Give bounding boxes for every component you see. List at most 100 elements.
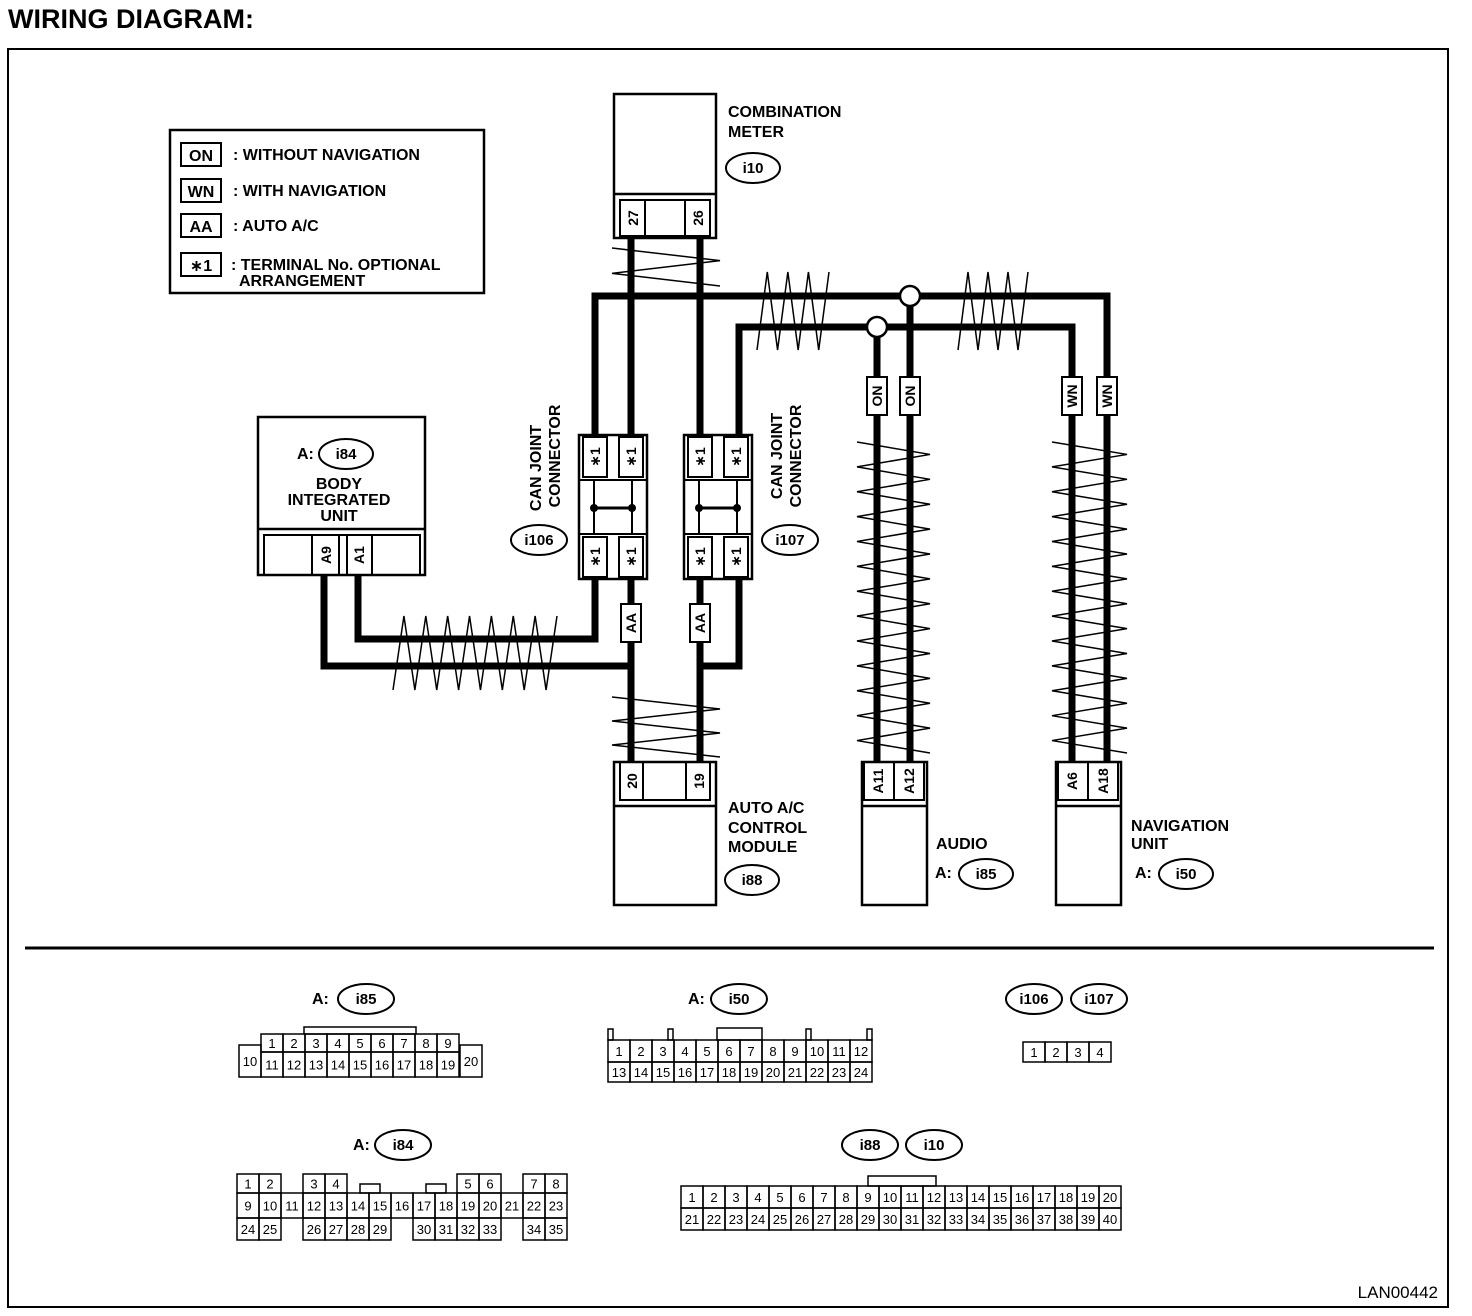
component-box [577,433,649,581]
pin-label: A9 [318,546,334,564]
wire-tag-aa: AA [692,613,708,633]
connector-id: i88 [860,1137,881,1154]
connector-id: i50 [729,991,750,1008]
pin-label: ∗1 [587,447,603,467]
connector-cell: 11 [905,1190,919,1205]
connector-cell: 7 [820,1190,827,1205]
twisted-pair-marks [392,247,1128,758]
connector-cell: 25 [263,1222,277,1237]
twist-mark [957,271,1029,351]
connector-id: i107 [1084,991,1113,1008]
connector-cell: 35 [549,1222,563,1237]
connector-cell-box [1098,1207,1122,1231]
connector-cell-box [436,1051,460,1078]
connector-prefix: A: [353,1137,370,1154]
connector-cell: 9 [864,1190,871,1205]
connector-cell: 18 [419,1058,433,1073]
connector-cell: 28 [839,1212,853,1227]
connector-cell: 15 [353,1058,367,1073]
legend-code-box [180,213,222,238]
connector-cell: 9 [791,1044,798,1059]
wire [320,575,631,670]
navigation-unit: A6 A18 NAVIGATION UNIT A: i50 [1054,760,1229,907]
connector-cell: 33 [949,1212,963,1227]
connector-cell: 36 [1015,1212,1029,1227]
connector-cell-box [544,1217,568,1241]
connector-cell: 3 [312,1036,319,1051]
connector-cell: 10 [263,1199,277,1214]
connector-cell: 26 [307,1222,321,1237]
connector-cell: 16 [375,1058,389,1073]
connector-cell: 5 [464,1177,471,1192]
legend-code-box [180,142,222,167]
legend-text-wn: : WITH NAVIGATION [233,183,386,200]
component-name-line3: UNIT [320,508,358,525]
connector-cell: 34 [527,1222,541,1237]
component-name-line2: METER [728,124,784,141]
wire-tag-on: ON [902,386,918,407]
legend-code-box [180,252,222,277]
component-name: BODY [316,476,363,493]
connector-cell: 17 [1037,1190,1051,1205]
connector-id-badge [761,524,819,556]
connector-cell: 9 [444,1036,451,1051]
wire [700,579,743,670]
connector-cell: 37 [1037,1212,1051,1227]
pin-label: ∗1 [728,447,744,467]
pin-label: ∗1 [623,447,639,467]
component-name: NAVIGATION [1131,818,1229,835]
connector-cell: 31 [905,1212,919,1227]
legend-code-box [180,178,222,203]
connector-cell: 4 [754,1190,761,1205]
wire-tag-box [1096,376,1118,416]
wire [591,292,1111,762]
connector-cell: 3 [1074,1045,1081,1060]
connector-cell: 4 [681,1044,688,1059]
connector-cell-box [478,1217,502,1241]
component-name-line2: CONNECTOR [547,404,564,507]
connector-cell: 26 [795,1212,809,1227]
connector-cell: 12 [287,1058,301,1073]
connector-prefix: A: [312,991,329,1008]
connector-cell: 2 [710,1190,717,1205]
component-name: AUTO A/C [728,800,805,817]
connector-cell: 13 [949,1190,963,1205]
legend-code-wn: WN [188,184,215,201]
connector-id-badge [318,438,374,470]
connector-cell: 18 [722,1065,736,1080]
connector-id-badge [841,1129,899,1161]
connector-cell: 13 [612,1065,626,1080]
component-name-line2: CONTROL [728,820,807,837]
wire-tag-aa: AA [623,613,639,633]
connector-cell: 10 [243,1054,257,1069]
combination-meter: 27 26 COMBINATION METER i10 [612,92,841,240]
connector-cell: 30 [417,1222,431,1237]
component-name-line2: UNIT [1131,836,1169,853]
pin-label: A1 [351,546,367,564]
connector-cell: 14 [634,1065,648,1080]
pin-label: 19 [691,773,707,789]
connector-cell: 21 [788,1065,802,1080]
connector-cell: 14 [331,1058,345,1073]
connector-id-badge [1158,858,1214,890]
connector-cell: 3 [310,1177,317,1192]
wire-tag-on: ON [869,386,885,407]
connector-cell: 19 [461,1199,475,1214]
connector-cell: 3 [659,1044,666,1059]
wire-tag-box [899,376,921,416]
connector-cell: 23 [549,1199,563,1214]
connector-prefix: A: [1135,865,1152,882]
connector-cell: 8 [842,1190,849,1205]
connector-cell: 25 [773,1212,787,1227]
connector-cell: 6 [798,1190,805,1205]
connector-cell: 8 [552,1177,559,1192]
pin-label: A6 [1064,772,1080,790]
connector-cell: 24 [241,1222,255,1237]
pin-label: ∗1 [587,547,603,567]
connector-cell: 2 [266,1177,273,1192]
connector-cell-box [1088,1041,1112,1063]
